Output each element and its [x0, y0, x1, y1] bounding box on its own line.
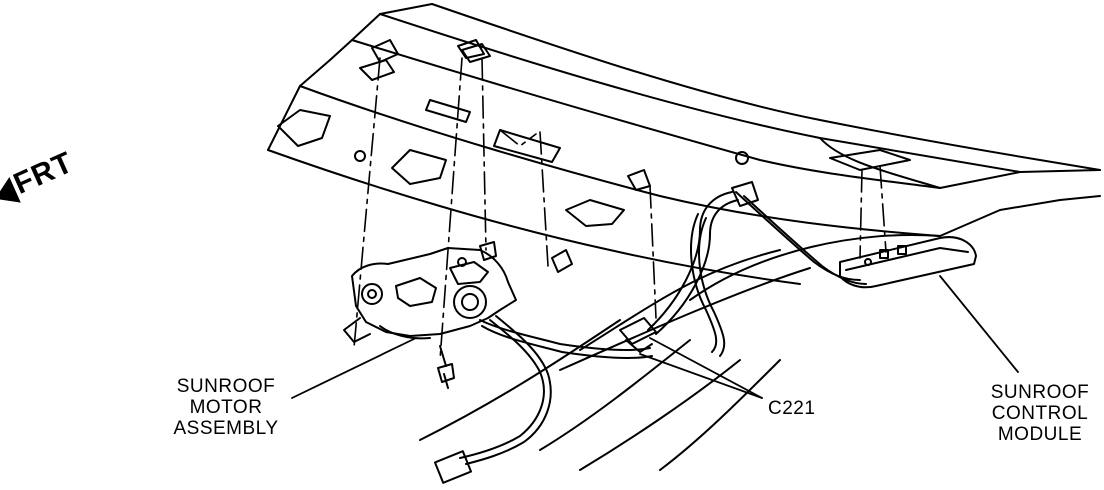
- mounting-brackets: [371, 39, 651, 273]
- connector-label-text: C221: [768, 398, 816, 419]
- motor-label-line-2: MOTOR: [189, 397, 263, 418]
- sunroof-control-module: [839, 236, 977, 289]
- wiring-harness: [433, 181, 867, 484]
- module-leader-line: [939, 275, 1019, 373]
- c221-connector-label: C221: [768, 398, 815, 419]
- module-label-line-3: MODULE: [997, 424, 1083, 445]
- leader-lines: [291, 275, 1019, 399]
- c221-leader-line-lower: [639, 353, 763, 399]
- motor-leader-line: [291, 337, 417, 399]
- sunroof-motor-assembly: [343, 247, 517, 389]
- motor-label-line-3: ASSEMBLY: [173, 418, 279, 439]
- c221-leader-line-upper: [649, 337, 763, 399]
- sunroof-control-module-label: SUNROOF CONTROL MODULE: [980, 382, 1100, 445]
- motor-label-line-1: SUNROOF: [176, 376, 276, 397]
- module-label-line-1: SUNROOF: [990, 382, 1090, 403]
- roof-panel: [267, 3, 1101, 471]
- module-label-line-2: CONTROL: [991, 403, 1089, 424]
- sunroof-motor-assembly-label: SUNROOF MOTOR ASSEMBLY: [166, 376, 286, 439]
- mounting-guides: [353, 57, 887, 361]
